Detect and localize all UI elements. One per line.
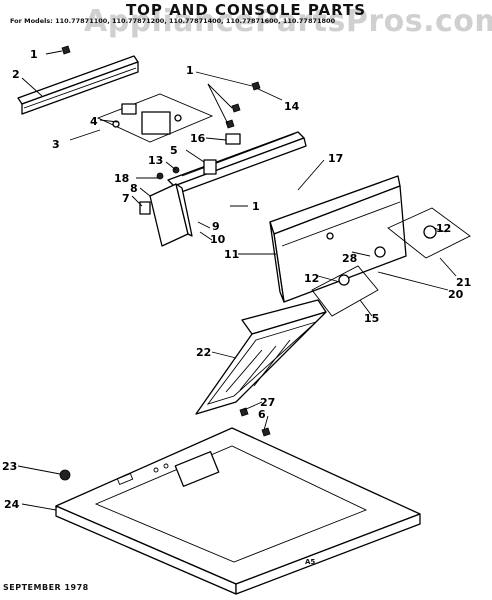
callout-14: 14	[284, 100, 300, 113]
callout-21: 21	[456, 276, 471, 289]
figure-code: A5	[305, 558, 316, 566]
callout-2: 2	[12, 68, 20, 81]
part-1-screw-a	[45, 45, 71, 55]
callout-18: 18	[114, 172, 129, 185]
leader-lines	[17, 71, 457, 511]
model-list: For Models: 110.77871100, 110.77871200, …	[10, 17, 336, 25]
callout-1c: 1	[252, 200, 260, 213]
watermark: AppliancePartsPros.com	[84, 4, 492, 39]
callout-17: 17	[328, 152, 343, 165]
callout-5: 5	[170, 144, 178, 157]
callout-8: 8	[130, 182, 138, 195]
part-14-screws	[225, 81, 261, 129]
part-24-top-panel	[55, 427, 421, 595]
part-17-console-rail	[167, 131, 307, 195]
callout-11: 11	[224, 248, 239, 261]
part-11-console-panel	[269, 175, 407, 303]
callout-20: 20	[448, 288, 464, 301]
callout-27: 27	[260, 396, 275, 409]
part-23-screw	[59, 469, 71, 481]
callout-1: 1	[30, 48, 38, 61]
part-22-lint-panel	[195, 299, 327, 415]
part-21-knob-group	[387, 207, 471, 259]
part-3-switch-group	[96, 93, 214, 143]
callout-10: 10	[210, 233, 226, 246]
callout-28: 28	[342, 252, 357, 265]
part-15-knob-group	[311, 246, 386, 317]
callout-24: 24	[4, 498, 20, 511]
callout-12b: 12	[304, 272, 319, 285]
callout-4: 4	[90, 115, 98, 128]
page-title: TOP AND CONSOLE PARTS	[125, 1, 367, 19]
callout-16: 16	[190, 132, 206, 145]
part-2-trim-strip	[17, 55, 139, 115]
callout-1b: 1	[186, 64, 194, 77]
date-footer: SEPTEMBER 1978	[3, 583, 89, 592]
callout-23: 23	[2, 460, 17, 473]
part-8-left-bracket	[139, 166, 193, 247]
callout-6: 6	[258, 408, 266, 421]
callout-9: 9	[212, 220, 220, 233]
callout-12a: 12	[436, 222, 451, 235]
callout-3: 3	[52, 138, 60, 151]
part-16-bracket	[203, 133, 241, 175]
callout-13: 13	[148, 154, 163, 167]
callout-labels: 1 2 3 4 1 14 5 16 17 13 18 8 7 1 9 10 11…	[2, 48, 471, 511]
callout-22: 22	[196, 346, 211, 359]
callout-15: 15	[364, 312, 379, 325]
callout-7: 7	[122, 192, 130, 205]
